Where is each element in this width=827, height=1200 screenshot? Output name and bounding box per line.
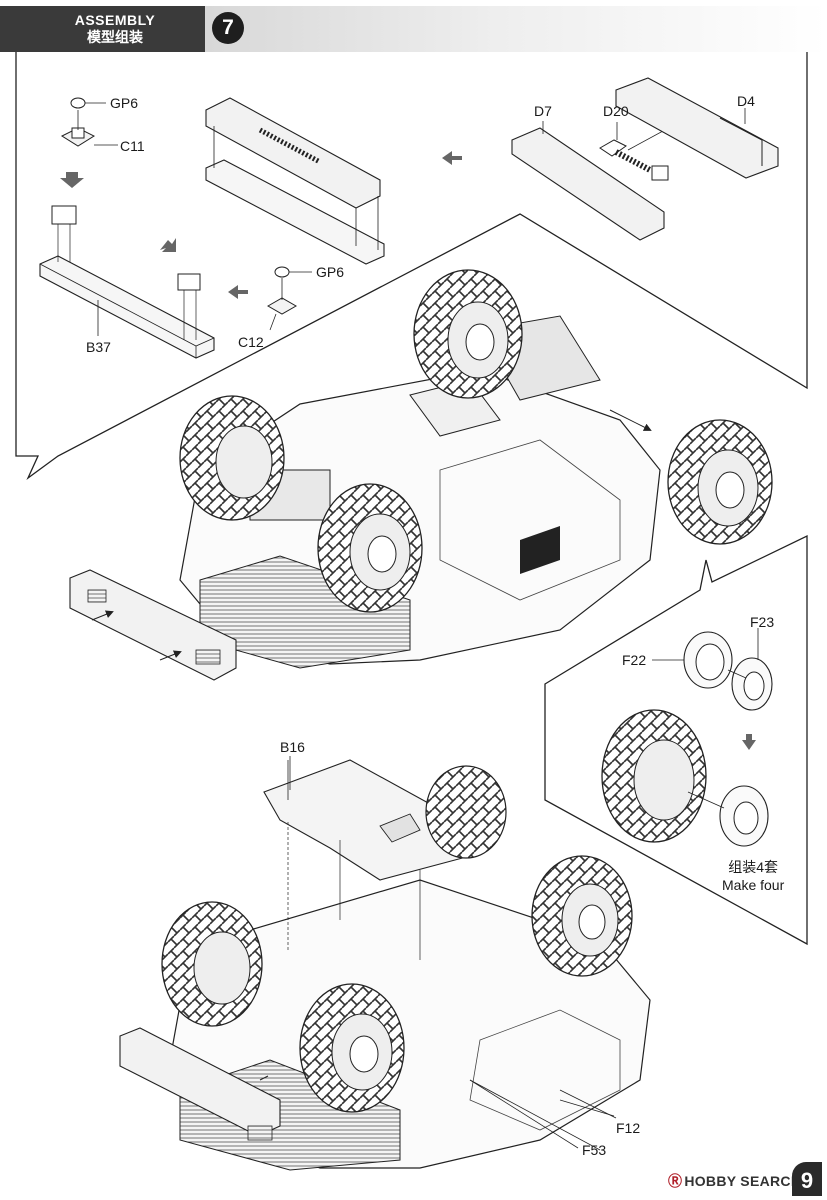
make-four-en: Make four [722, 877, 785, 893]
label-c11: C11 [120, 138, 145, 154]
label-d4: D4 [737, 93, 755, 109]
make-four-note: 组装4套 Make four [722, 858, 784, 894]
label-f22: F22 [622, 652, 647, 668]
label-f53: F53 [582, 1142, 607, 1158]
wheel-lower-front-left [161, 901, 263, 1027]
part-b37 [39, 205, 215, 359]
label-f12: F12 [616, 1120, 641, 1136]
label-c12: C12 [238, 334, 264, 350]
step-number-badge: 7 [212, 12, 244, 44]
wheel-assembled-detail [601, 709, 769, 847]
label-gp6-mid: GP6 [316, 264, 345, 280]
header-bar [0, 6, 827, 52]
label-f23: F23 [750, 614, 775, 630]
label-b37: B37 [86, 339, 111, 355]
make-four-zh: 组装4套 [728, 859, 779, 875]
wheel-lower-rear-left [425, 765, 507, 859]
label-d20: D20 [603, 103, 629, 119]
bumper-assembly-middle [205, 97, 385, 265]
vehicle-lower [119, 879, 651, 1171]
wheel-upper-front-left [179, 395, 285, 521]
wheel-upper-front-right [317, 483, 423, 613]
wheel-upper-rear [413, 269, 523, 399]
wheel-lower-rear-right [531, 855, 633, 977]
part-gp6-top [70, 97, 106, 109]
page-number: 9 [792, 1162, 822, 1196]
part-d7 [511, 121, 665, 241]
callout-frame-upper [15, 52, 808, 480]
watermark-brand: HOBBY SEARCH [684, 1173, 802, 1189]
part-d4 [615, 77, 779, 179]
callout-frame-wheel [544, 534, 808, 946]
label-b16: B16 [280, 739, 305, 755]
wheel-lower-front-right [299, 983, 405, 1113]
wheel-upper-detached [667, 419, 773, 545]
hobby-search-logo-icon: Ⓡ [668, 1173, 683, 1189]
section-title-en: ASSEMBLY [74, 12, 156, 28]
part-c12 [266, 278, 298, 331]
leader-f53 [469, 1079, 579, 1149]
direction-arrows [60, 151, 756, 750]
leader-f12 [559, 1089, 617, 1119]
label-d7: D7 [534, 103, 552, 119]
part-gp6-mid [274, 266, 312, 278]
section-title: ASSEMBLY 模型组装 [40, 12, 190, 46]
label-gp6-top: GP6 [110, 95, 139, 111]
part-c11 [60, 110, 118, 147]
part-b16 [263, 759, 471, 960]
section-title-zh: 模型组装 [87, 29, 143, 45]
part-f22-f23 [652, 628, 773, 711]
